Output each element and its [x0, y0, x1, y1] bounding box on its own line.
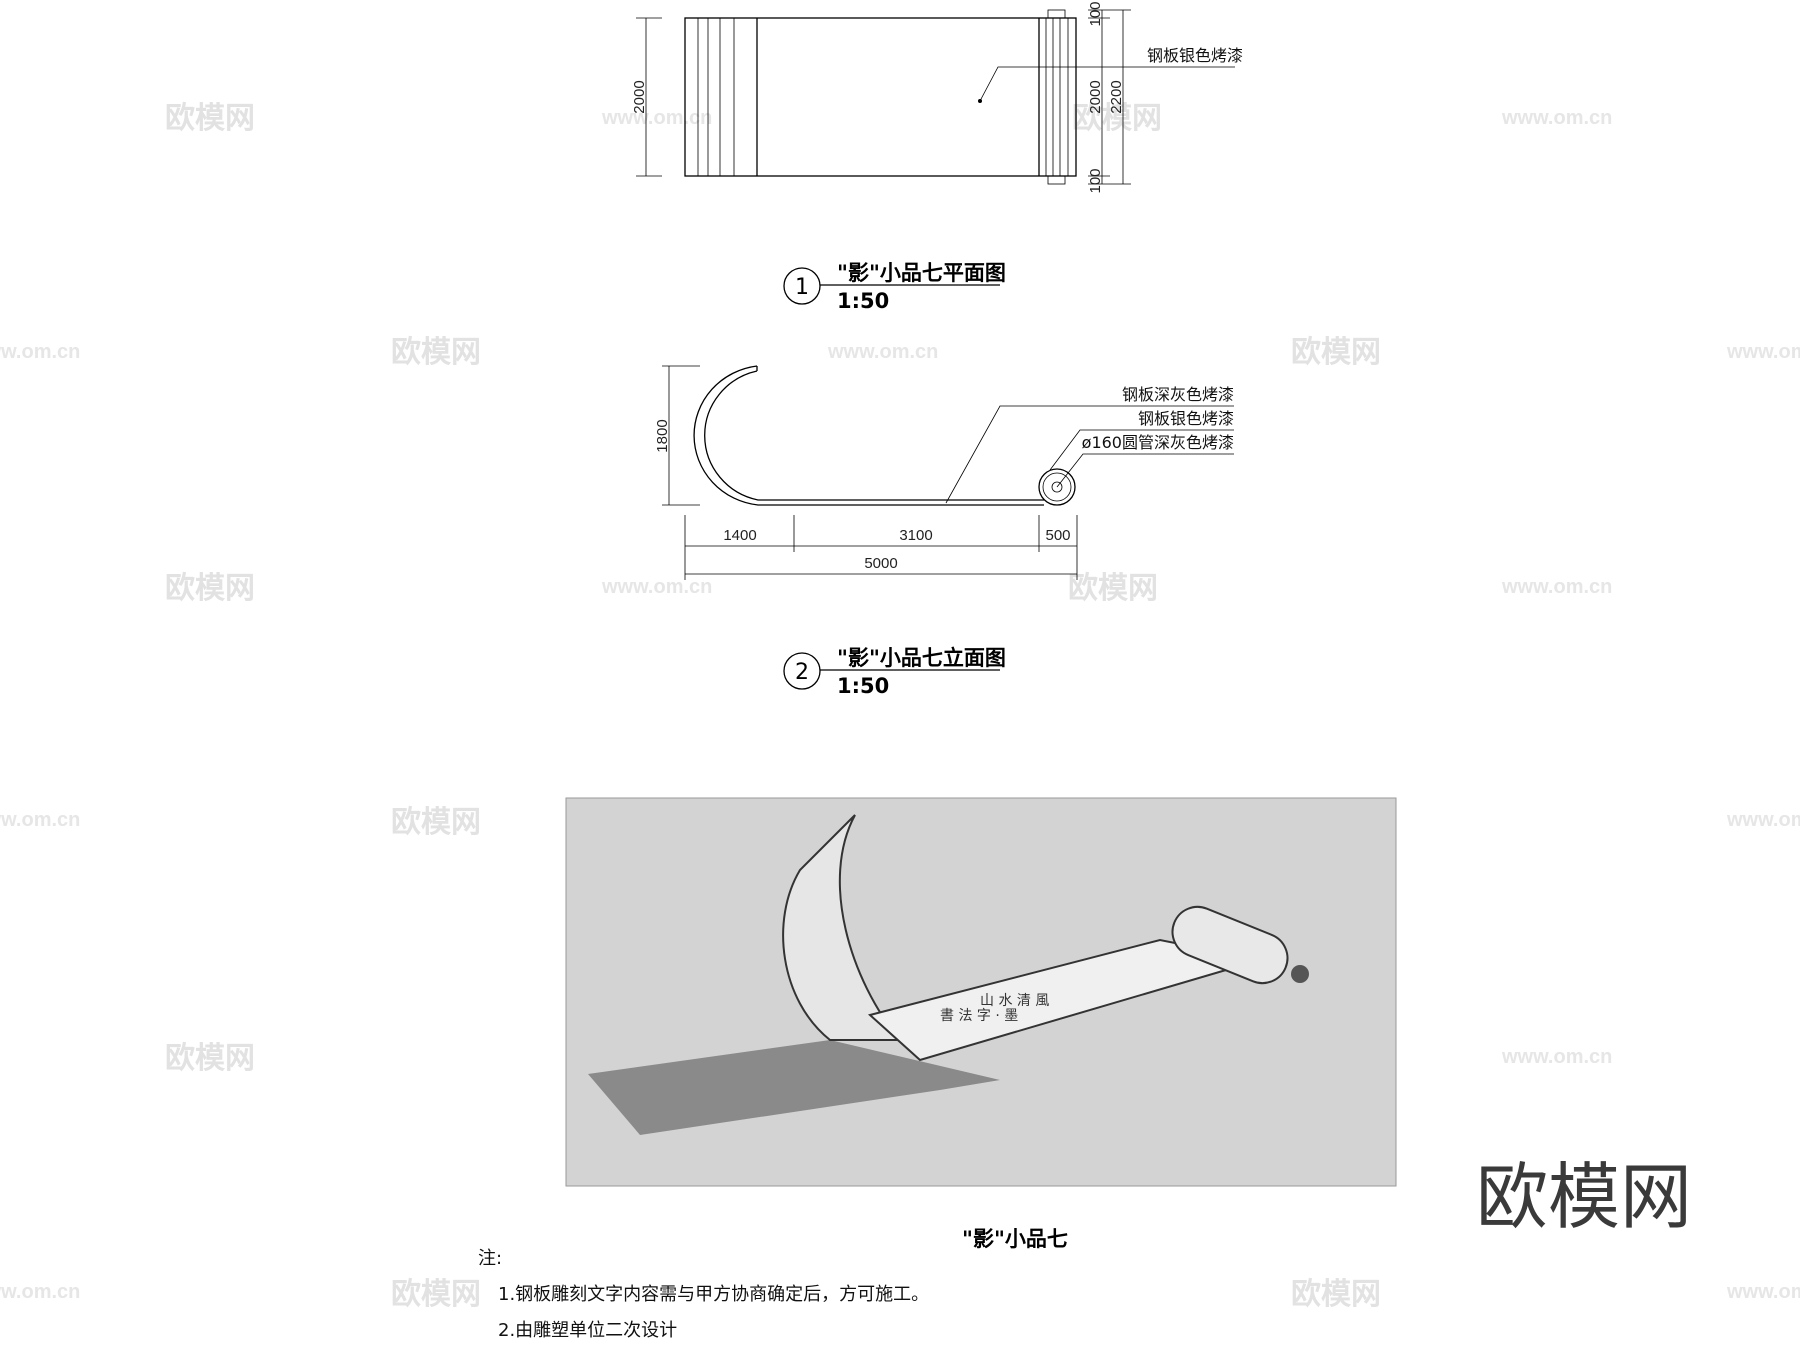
elev-label-pipe: ø160圆管深灰色烤漆 [1082, 433, 1234, 452]
plan-title: "影"小品七平面图 [837, 261, 1006, 285]
watermark-url: www.om.cn [1726, 809, 1800, 831]
plan-material-label: 钢板银色烤漆 [1147, 46, 1243, 65]
watermark-logo: 欧模网 [1291, 1277, 1381, 1312]
plan-scale: 1:50 [837, 289, 889, 313]
watermark-logo: 欧模网 [165, 101, 255, 136]
watermark-url: www.om.cn [827, 341, 938, 363]
watermark-logo: 欧模网 [1072, 101, 1162, 136]
watermark-logo: 欧模网 [1068, 571, 1158, 606]
watermark-url: www.om.cn [1501, 576, 1612, 598]
watermark-logo: 欧模网 [391, 335, 481, 370]
watermark-url: www.om.cn [1726, 1281, 1800, 1303]
note-item: 1.钢板雕刻文字内容需与甲方协商确定后，方可施工。 [498, 1284, 929, 1305]
elev-dim-height: 1800 [654, 419, 671, 452]
elev-title: "影"小品七立面图 [837, 646, 1006, 670]
watermark-url: www.om.cn [1501, 1046, 1612, 1068]
elev-dim-5000: 5000 [864, 555, 897, 572]
watermark-url: www.om.cn [601, 107, 712, 129]
watermark-logo: 欧模网 [1291, 335, 1381, 370]
svg-text:山 水 清 風: 山 水 清 風 [980, 993, 1049, 1009]
watermark-logo: 欧模网 [165, 1041, 255, 1076]
watermark-url: www.om.cn [0, 809, 80, 831]
watermark-url: www.om.cn [1726, 341, 1800, 363]
plan-view: 2000 100 2000 2200 100 钢板银色烤漆 1 "影"小品七平面… [631, 1, 1243, 313]
watermark-logo: 欧模网 [391, 1277, 481, 1312]
elev-dim-500: 500 [1045, 527, 1070, 544]
notes-heading: 注: [478, 1248, 502, 1269]
elev-label-silver-plate: 钢板银色烤漆 [1138, 409, 1234, 428]
plan-dim-width: 2000 [631, 80, 648, 113]
watermark-logo-large: 欧模网 [1476, 1155, 1692, 1239]
elev-label-dark-plate: 钢板深灰色烤漆 [1122, 385, 1234, 404]
elev-dim-3100: 3100 [899, 527, 932, 544]
plan-dim-total: 2200 [1108, 80, 1125, 113]
plan-title-number: 1 [795, 275, 809, 300]
elev-dim-1400: 1400 [723, 527, 756, 544]
elevation-view: 1800 钢板深灰色烤漆 钢板银色烤漆 ø160圆管深灰色烤漆 1400 310… [654, 365, 1234, 698]
watermark-url: www.om.cn [0, 1281, 80, 1303]
watermark-url: www.om.cn [601, 576, 712, 598]
plan-dim-bottom: 100 [1087, 168, 1104, 193]
note-item: 2.由雕塑单位二次设计 [498, 1320, 677, 1341]
elev-title-number: 2 [795, 660, 809, 685]
watermark-url: www.om.cn [1501, 107, 1612, 129]
render-caption: "影"小品七 [962, 1227, 1068, 1251]
watermark-logo: 欧模网 [391, 805, 481, 840]
watermarks: 欧模网 www.om.cn 欧模网 www.om.cn www.om.cn 欧模… [0, 101, 1800, 1312]
svg-text:書 法 字 · 墨: 書 法 字 · 墨 [940, 1008, 1018, 1024]
render-image: 書 法 字 · 墨 山 水 清 風 [565, 797, 1397, 1187]
watermark-url: www.om.cn [0, 341, 80, 363]
plan-dim-top: 100 [1087, 1, 1104, 26]
plan-dim-mid: 2000 [1087, 80, 1104, 113]
elev-scale: 1:50 [837, 674, 889, 698]
watermark-logo: 欧模网 [165, 571, 255, 606]
